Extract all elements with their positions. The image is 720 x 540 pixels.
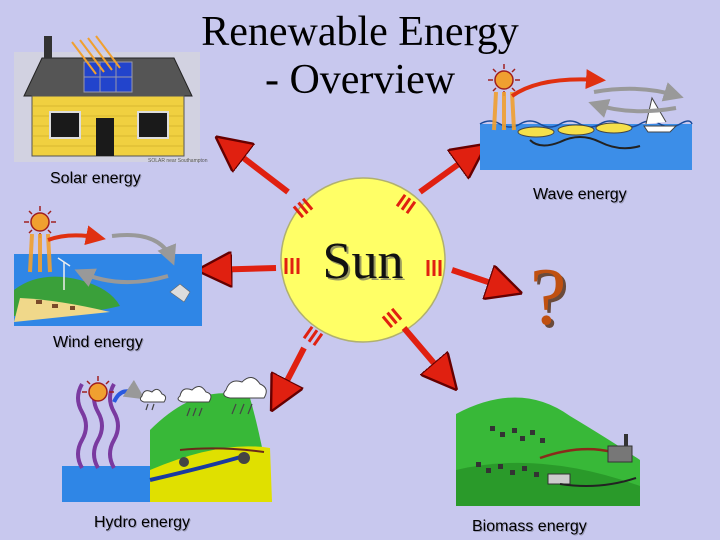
slide-title: Renewable Energy - Overview (180, 8, 540, 104)
biomass-energy-illustration (456, 397, 640, 506)
biomass-energy-label: Biomass energy (472, 518, 587, 535)
wind-sun-icon (24, 206, 56, 238)
sun-disc (280, 177, 446, 343)
title-line-2: - Overview (264, 57, 456, 103)
solar-image-caption: SOLAR near Southampton (148, 158, 208, 164)
hydro-energy-label: Hydro energy (94, 514, 191, 531)
sun-arrows (207, 143, 512, 402)
wave-energy-label: Wave energy (533, 186, 627, 203)
arrow-to-biomass (401, 326, 450, 382)
arrow-to-solar (224, 143, 290, 195)
arrow-to-hydro (276, 346, 307, 402)
solar-house-illustration (14, 35, 200, 162)
wave-sun-icon (488, 64, 520, 96)
wind-energy-label: Wind energy (53, 334, 143, 351)
wave-energy-illustration (479, 64, 693, 170)
arrow-to-wave (418, 150, 478, 195)
wind-energy-illustration (14, 206, 202, 326)
hydro-energy-illustration (62, 376, 272, 502)
rain-cloud-icons (139, 377, 267, 403)
arrow-to-question (451, 270, 512, 290)
solar-energy-label: Solar energy (50, 170, 141, 187)
sun-label: Sun (322, 233, 404, 290)
title-line-1: Renewable Energy (201, 9, 519, 55)
arrow-to-wind (207, 268, 277, 270)
hydro-sun-icon (82, 376, 114, 402)
sun-rays (284, 193, 442, 347)
unknown-source-mark: ? (530, 251, 567, 342)
